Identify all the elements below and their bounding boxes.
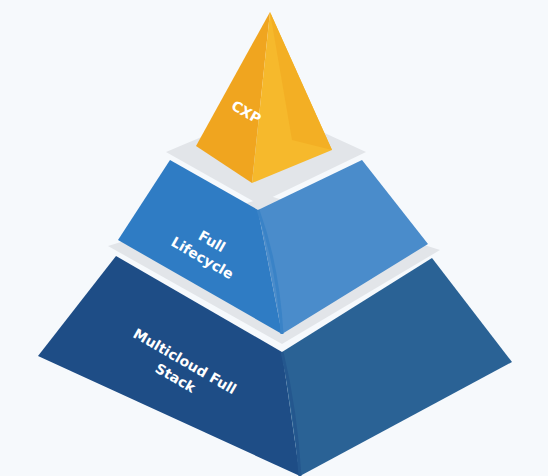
tier-edge (258, 210, 282, 334)
tier-edge (282, 352, 300, 476)
tier-face-right (258, 160, 428, 334)
tier-face-right (252, 12, 332, 183)
tier-face-shade (270, 12, 332, 150)
tier-face-left (118, 160, 282, 334)
